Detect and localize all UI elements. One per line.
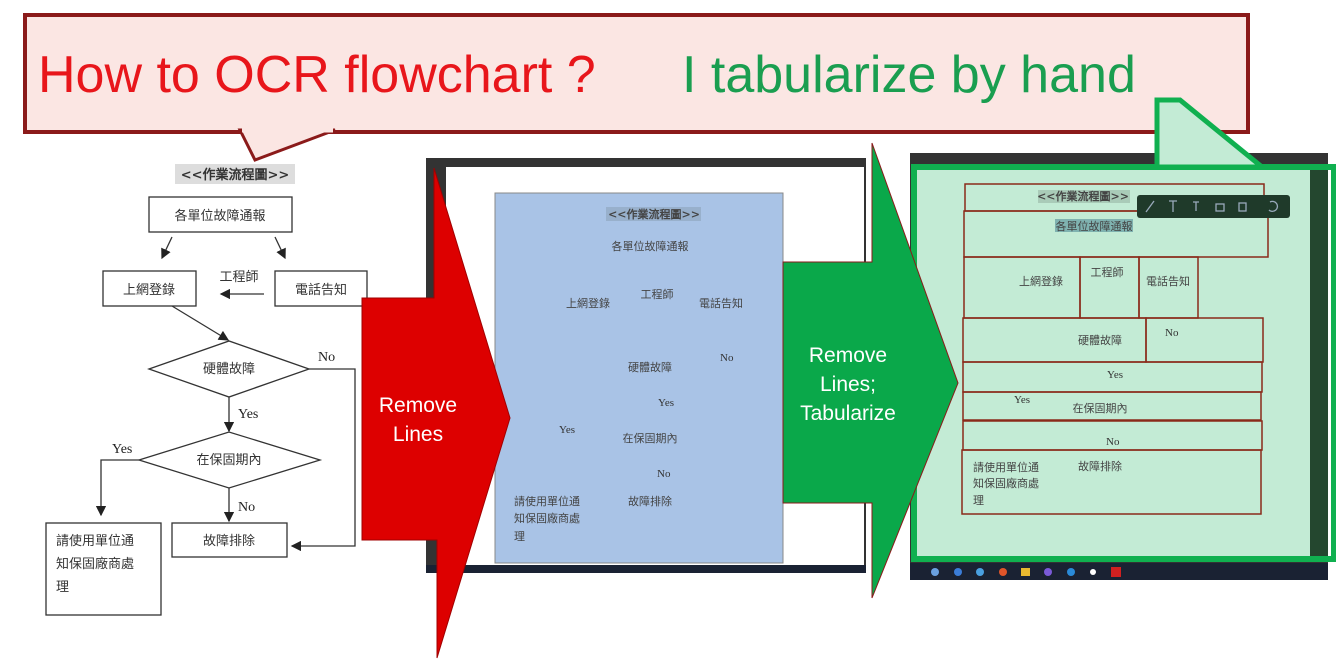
diagram-label: 電話告知 xyxy=(699,296,743,310)
diagram-label: No xyxy=(1165,327,1179,339)
diagram-label: 工程師 xyxy=(641,288,674,301)
original-flowchart-text: <<作業流程圖>> 各單位故障通報 上網登錄 工程師 電話告知 硬體故障 No … xyxy=(56,167,347,595)
diagram-label: 上網登錄 xyxy=(123,283,175,298)
diagram-label: Yes xyxy=(112,442,132,457)
taskbar-icons xyxy=(931,567,1121,577)
diagram-label: Yes xyxy=(238,407,258,422)
diagram-label: <<作業流程圖>> xyxy=(608,207,700,221)
pencil-icon[interactable] xyxy=(1145,200,1155,213)
diagram-label: Remove xyxy=(809,344,887,367)
diagram-label: 知保固廠商處 xyxy=(56,556,134,572)
diagram-label: 在保固期內 xyxy=(623,431,678,445)
diagram-label: 工程師 xyxy=(219,270,258,285)
start-box xyxy=(148,196,293,233)
diagram-label: 故障排除 xyxy=(628,494,672,508)
diagram-label: 工程師 xyxy=(1091,266,1124,279)
diagram-label: Yes xyxy=(658,397,674,409)
warranty-diamond xyxy=(136,431,323,489)
remove-lines-arrow: Remove Lines xyxy=(361,167,511,659)
diagram-label: No xyxy=(657,468,671,480)
diagram-label: 各單位故障通報 xyxy=(612,239,689,253)
diagram-label: 請使用單位通 xyxy=(973,460,1039,474)
text-small-icon[interactable] xyxy=(1193,201,1199,211)
diagram-label: 電話告知 xyxy=(295,282,347,298)
diagram-label: 知保固廠商處 xyxy=(514,511,580,525)
diagram-label: 電話告知 xyxy=(1146,274,1190,288)
diagram-label: 理 xyxy=(973,494,984,507)
annotation-toolbar[interactable] xyxy=(1137,195,1290,218)
original-flowchart xyxy=(45,164,368,616)
headline-question: How to OCR flowchart ? xyxy=(38,46,596,104)
diagram-label: 在保固期內 xyxy=(196,453,261,468)
diagram-label: Yes xyxy=(559,424,575,436)
text-icon[interactable] xyxy=(1169,200,1177,212)
diagram-label: <<作業流程圖>> xyxy=(181,167,290,183)
speech-callout: How to OCR flowchart ? I tabularize by h… xyxy=(23,13,1250,162)
diagram-label: No xyxy=(1106,436,1120,448)
diagram-label: 各單位故障通報 xyxy=(1056,219,1133,233)
diagram-label: 上網登錄 xyxy=(566,296,610,310)
stamp-icon[interactable] xyxy=(1215,203,1225,212)
drawn-table xyxy=(961,183,1269,515)
copy-icon[interactable] xyxy=(1238,202,1247,212)
diagram-label: Lines; xyxy=(820,373,876,396)
tabularize-arrow: Remove Lines; Tabularize xyxy=(782,142,959,599)
diagram-label: Remove xyxy=(379,394,457,417)
diagram-label: 請使用單位通 xyxy=(514,494,580,508)
diagram-label: Tabularize xyxy=(800,402,896,425)
callout-tail-green xyxy=(1154,97,1270,170)
diagram-label: No xyxy=(318,350,335,365)
redo-icon[interactable] xyxy=(1268,200,1279,213)
diagram-label: 知保固廠商處 xyxy=(973,476,1039,490)
diagram-label: 硬體故障 xyxy=(203,362,255,377)
diagram-label: 上網登錄 xyxy=(1019,274,1063,288)
headline-answer: I tabularize by hand xyxy=(682,46,1136,104)
diagram-label: Yes xyxy=(1014,394,1030,406)
notify-vendor-box xyxy=(45,522,162,616)
diagram-label: 請使用單位通 xyxy=(56,533,134,549)
diagram-label: <<作業流程圖>> xyxy=(1037,189,1129,203)
diagram-label: 故障排除 xyxy=(1078,459,1122,473)
diagram-label: 理 xyxy=(514,530,525,543)
diagram-label: No xyxy=(238,500,255,515)
diagram-label: 在保固期內 xyxy=(1073,401,1128,415)
diagram-label: Yes xyxy=(1107,369,1123,381)
diagram-label: 硬體故障 xyxy=(628,360,672,374)
diagram-label: No xyxy=(720,352,734,364)
phone-notify-box xyxy=(274,270,368,307)
diagram-label: 各單位故障通報 xyxy=(174,208,265,224)
diagram-label: 理 xyxy=(56,580,69,595)
online-register-box xyxy=(102,270,197,307)
troubleshoot-box xyxy=(171,522,288,558)
diagram-label: 硬體故障 xyxy=(1078,333,1122,347)
diagram-label: 故障排除 xyxy=(203,534,255,549)
diagram-label: Lines xyxy=(393,423,443,446)
tabularized-screenshot: <<作業流程圖>> 各單位故障通報 上網登錄 工程師 電話告知 硬體故障 No … xyxy=(910,153,1336,580)
